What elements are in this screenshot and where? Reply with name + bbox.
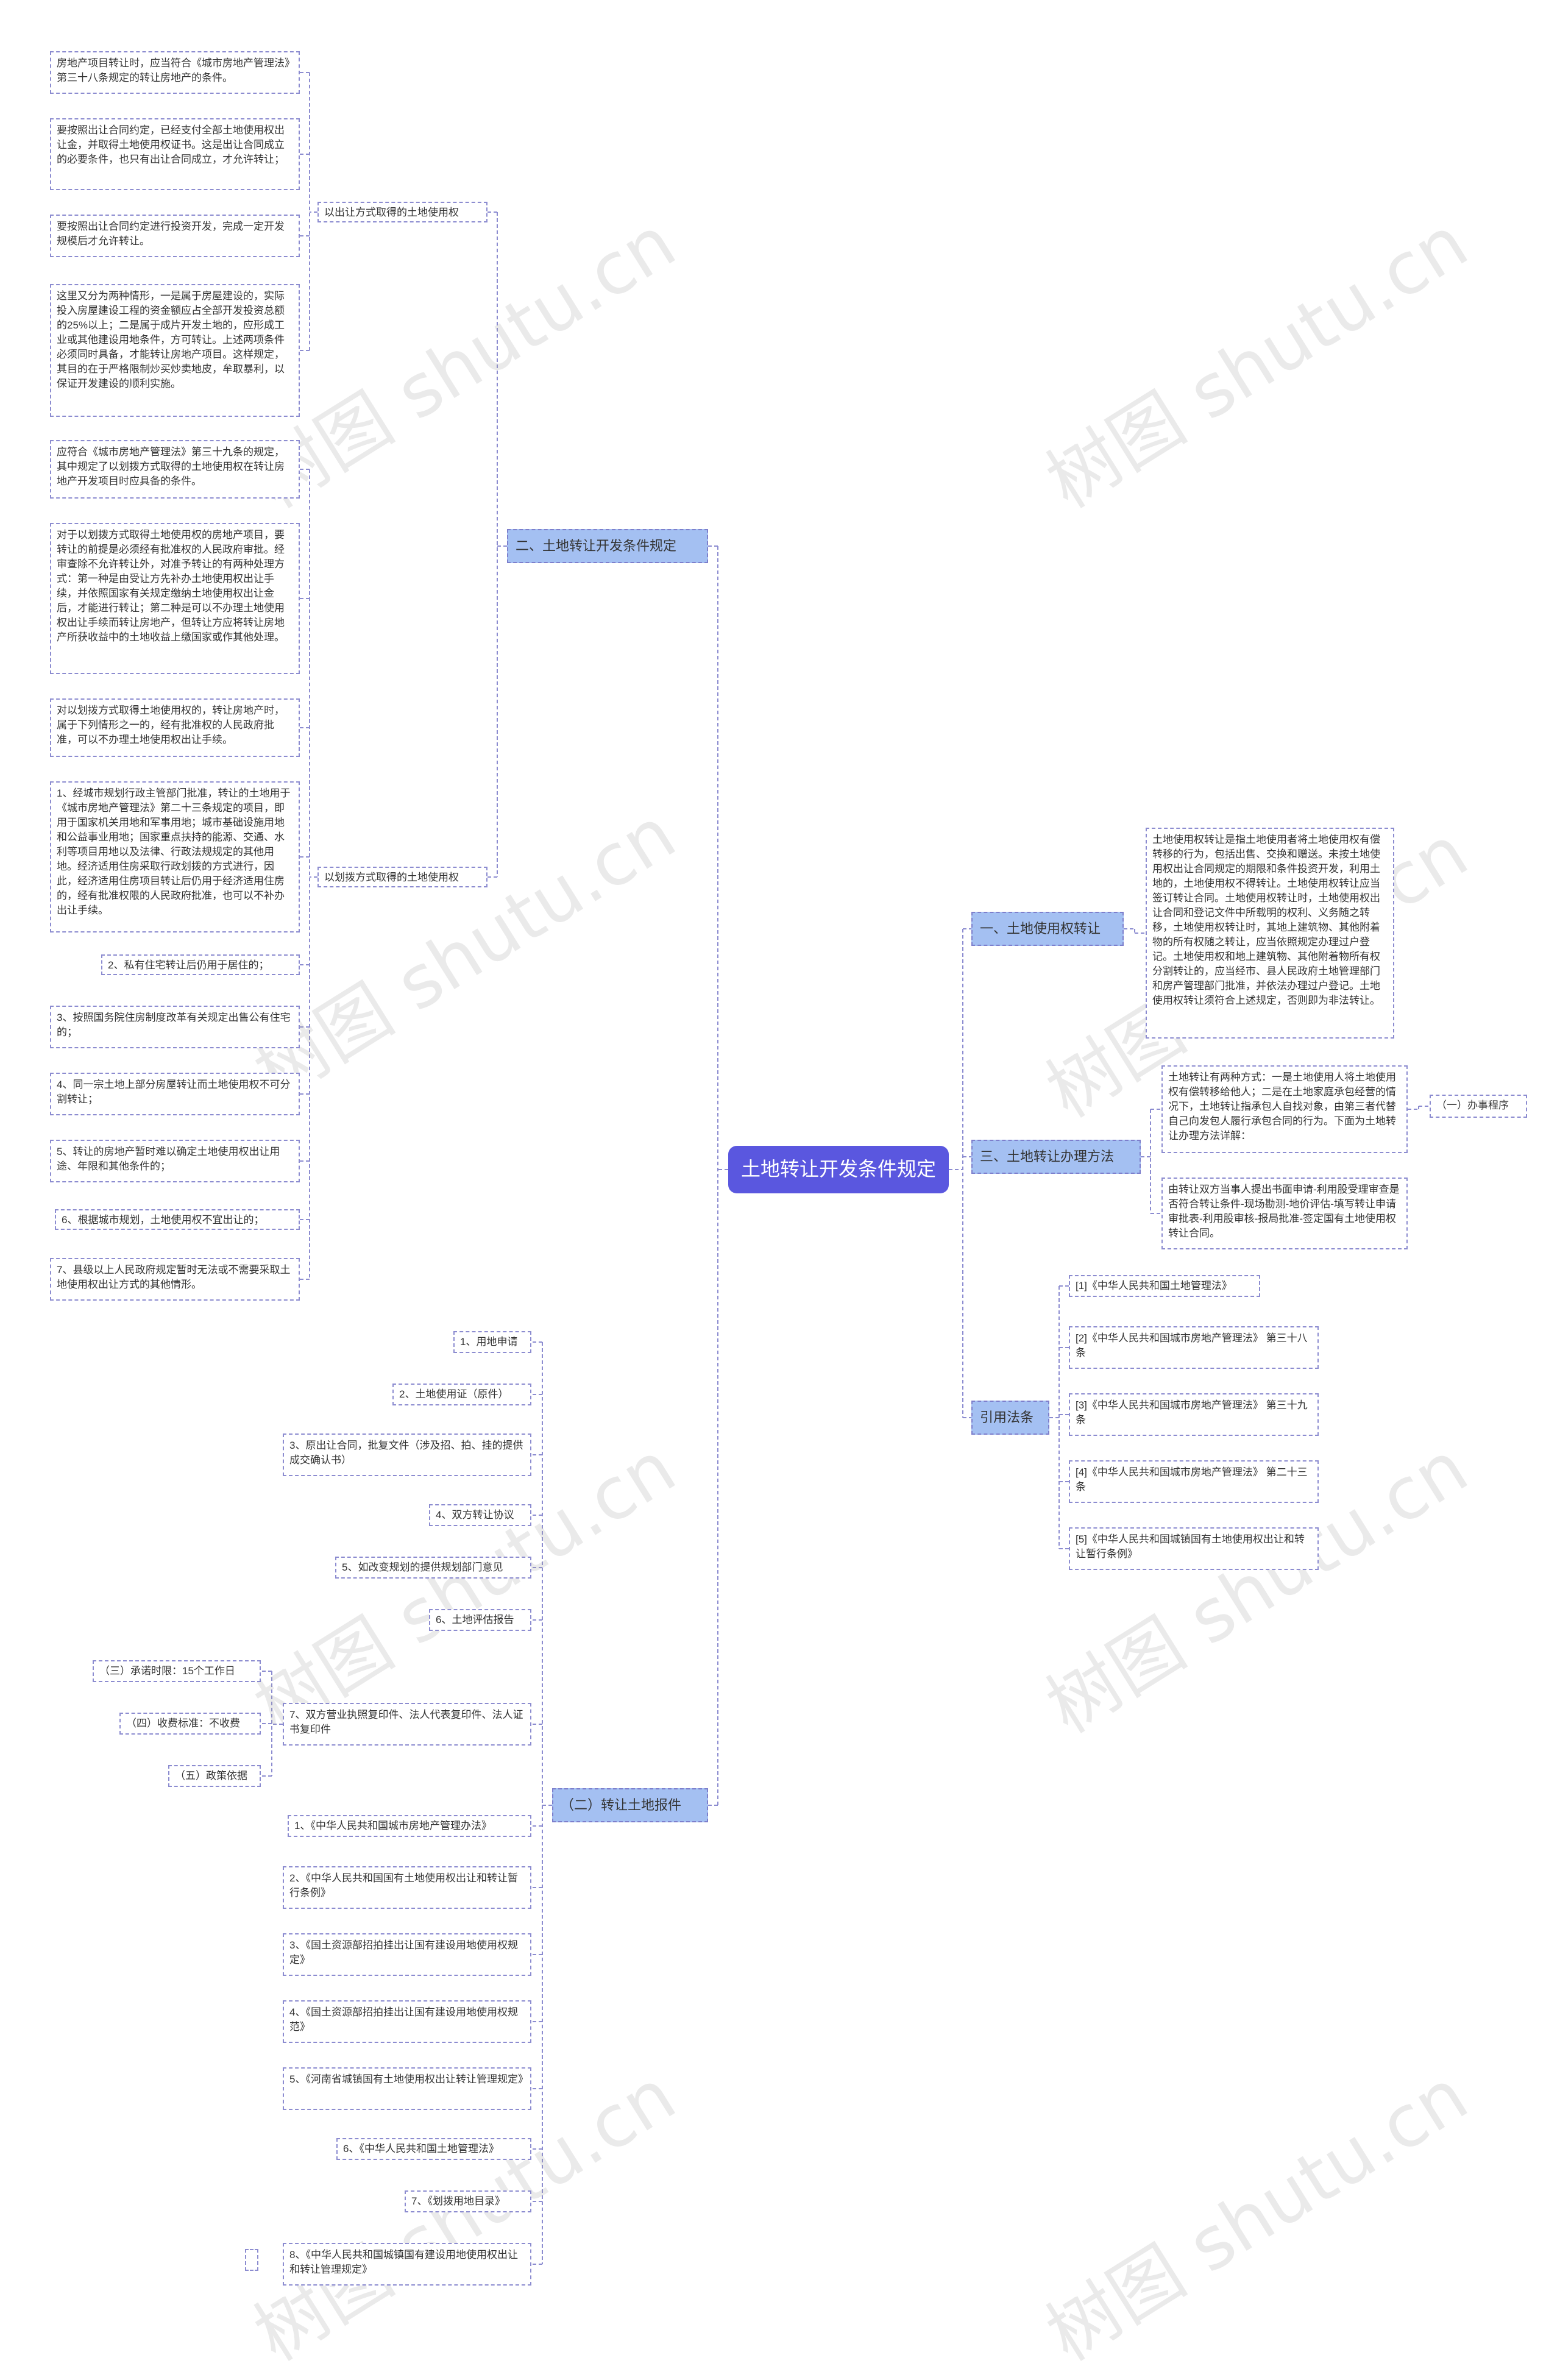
- document-item[interactable]: 3、《国土资源部招拍挂出让国有建设用地使用权规定》: [283, 1933, 531, 1976]
- condition-item[interactable]: 这里又分为两种情形，一是属于房屋建设的，实际投入房屋建设工程的资金额应占全部开发…: [50, 284, 300, 417]
- branch-cited-laws[interactable]: 引用法条: [971, 1401, 1049, 1435]
- branch-transfer-conditions[interactable]: 二、土地转让开发条件规定: [507, 529, 708, 563]
- document-item[interactable]: 5、《河南省城镇国有土地使用权出让转让管理规定》: [283, 2067, 531, 2110]
- condition-item[interactable]: 对以划拨方式取得土地使用权的，转让房地产时，属于下列情形之一的，经有批准权的人民…: [50, 698, 300, 757]
- land-transfer-description[interactable]: 土地使用权转让是指土地使用者将土地使用权有偿转移的行为，包括出售、交换和赠送。未…: [1146, 828, 1394, 1039]
- condition-item[interactable]: 7、县级以上人民政府规定暂时无法或不需要采取土地使用权出让方式的其他情形。: [50, 1258, 300, 1301]
- cited-law-item[interactable]: [5]《中华人民共和国城镇国有土地使用权出让和转让暂行条例》: [1069, 1527, 1319, 1570]
- document-item[interactable]: 2、土地使用证（原件）: [392, 1384, 531, 1405]
- condition-item[interactable]: 对于以划拨方式取得土地使用权的房地产项目，要转让的前提是必须经有批准权的人民政府…: [50, 523, 300, 674]
- procedure-steps[interactable]: 由转让双方当事人提出书面申请-利用股受理审查是否符合转让条件-现场勘测-地价评估…: [1161, 1178, 1408, 1249]
- condition-item[interactable]: 6、根据城市规划，土地使用权不宜出让的；: [55, 1209, 300, 1230]
- document-item[interactable]: 7、双方营业执照复印件、法人代表复印件、法人证书复印件: [283, 1703, 531, 1746]
- document-item[interactable]: 2、《中华人民共和国国有土地使用权出让和转让暂行条例》: [283, 1866, 531, 1909]
- document-item[interactable]: 5、如改变规划的提供规划部门意见: [335, 1557, 531, 1579]
- connector-lines: [261, 72, 1430, 2265]
- document-item[interactable]: 1、《中华人民共和国城市房地产管理办法》: [288, 1815, 531, 1837]
- group-assigned-land[interactable]: 以出让方式取得的土地使用权: [317, 202, 488, 222]
- condition-item[interactable]: 要按照出让合同约定进行投资开发，完成一定开发规模后才允许转让。: [50, 215, 300, 257]
- document-item[interactable]: 8、《中华人民共和国城镇国有建设用地使用权出让和转让管理规定》: [283, 2243, 531, 2286]
- procedure-description[interactable]: 土地转让有两种方式：一是土地使用人将土地使用权有偿转移给他人；二是在土地家庭承包…: [1161, 1065, 1408, 1153]
- branch-transfer-procedure[interactable]: 三、土地转让办理方法: [971, 1140, 1141, 1174]
- condition-item[interactable]: 房地产项目转让时，应当符合《城市房地产管理法》第三十八条规定的转让房地产的条件。: [50, 51, 300, 94]
- condition-item[interactable]: 应符合《城市房地产管理法》第三十九条的规定，其中规定了以划拨方式取得的土地使用权…: [50, 440, 300, 499]
- document-item[interactable]: 6、土地评估报告: [429, 1609, 531, 1631]
- root-topic[interactable]: 土地转让开发条件规定: [728, 1146, 949, 1193]
- document-item[interactable]: 4、《国土资源部招拍挂出让国有建设用地使用权规范》: [283, 2000, 531, 2043]
- branch-land-transfer[interactable]: 一、土地使用权转让: [971, 912, 1124, 946]
- condition-item[interactable]: 要按照出让合同约定，已经支付全部土地使用权出让金，并取得土地使用权证书。这是出让…: [50, 118, 300, 190]
- cited-law-item[interactable]: [4]《中华人民共和国城市房地产管理法》 第二十三条: [1069, 1460, 1319, 1503]
- branch-application-documents[interactable]: （二）转让土地报件: [552, 1788, 708, 1822]
- cited-law-item[interactable]: [3]《中华人民共和国城市房地产管理法》 第三十九条: [1069, 1393, 1319, 1436]
- document-item[interactable]: 3、原出让合同，批复文件（涉及招、拍、挂的提供成交确认书）: [283, 1433, 531, 1476]
- condition-item[interactable]: 4、同一宗土地上部分房屋转让而土地使用权不可分割转让；: [50, 1073, 300, 1115]
- condition-item[interactable]: 3、按照国务院住房制度改革有关规定出售公有住宅的；: [50, 1006, 300, 1048]
- condition-item[interactable]: 5、转让的房地产暂时难以确定土地使用权出让用途、年限和其他条件的；: [50, 1140, 300, 1182]
- document-item[interactable]: 1、用地申请: [453, 1331, 531, 1353]
- cited-law-item[interactable]: [1]《中华人民共和国土地管理法》: [1069, 1275, 1260, 1297]
- policy-basis[interactable]: （五）政策依据: [168, 1765, 261, 1787]
- document-item[interactable]: 4、双方转让协议: [429, 1504, 531, 1526]
- document-item[interactable]: 6、《中华人民共和国土地管理法》: [336, 2138, 531, 2160]
- policy-basis-anchor: [245, 2249, 258, 2271]
- cited-law-item[interactable]: [2]《中华人民共和国城市房地产管理法》 第三十八条: [1069, 1326, 1319, 1369]
- fee-standard[interactable]: （四）收费标准：不收费: [119, 1713, 261, 1735]
- procedure-steps-label[interactable]: （一）办事程序: [1430, 1095, 1527, 1118]
- condition-item[interactable]: 2、私有住宅转让后仍用于居住的；: [101, 954, 300, 975]
- commitment-time[interactable]: （三）承诺时限：15个工作日: [93, 1660, 261, 1682]
- condition-item[interactable]: 1、经城市规划行政主管部门批准，转让的土地用于《城市房地产管理法》第二十三条规定…: [50, 781, 300, 932]
- document-item[interactable]: 7、《划拨用地目录》: [405, 2190, 531, 2212]
- group-allocated-land[interactable]: 以划拨方式取得的土地使用权: [317, 867, 488, 887]
